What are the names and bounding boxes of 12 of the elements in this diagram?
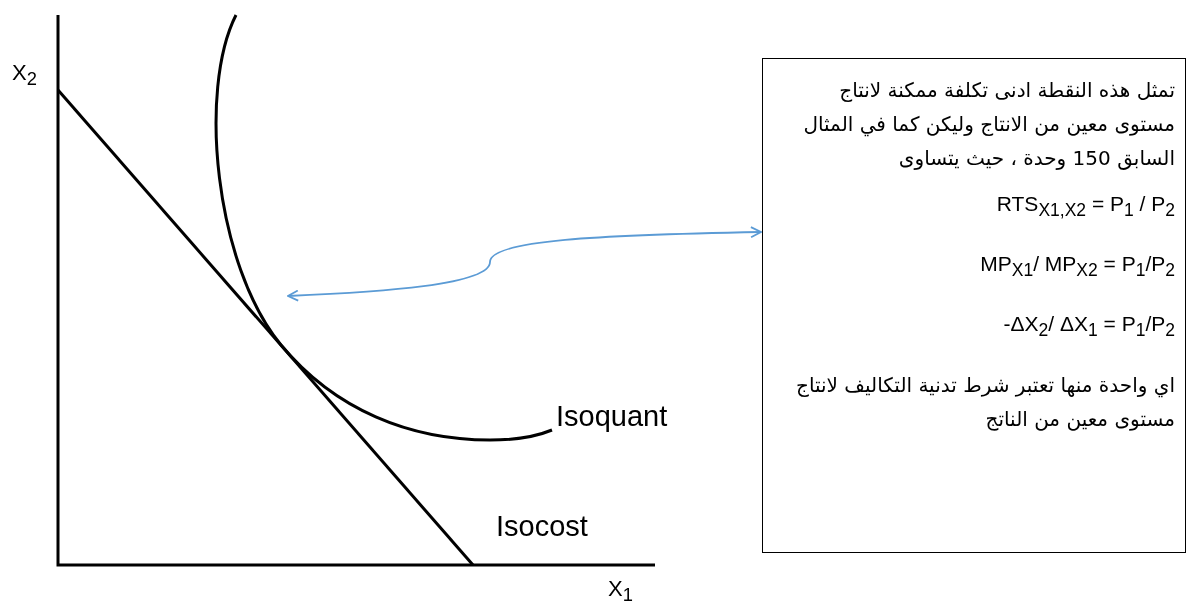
line-label: Isocost [496,510,588,543]
paragraph: اي واحدة منها تعتبر شرط تدنية التكاليف لانتاج مستوى معين من الناتج [795,371,1175,433]
axis-label: X$_{2}$ [12,60,37,91]
equation: MP$_{X1}$/ MP$_{X2}$ = P$_{1}$/P$_{2}$ [979,251,1175,283]
curve-label: Isoquant [556,400,668,433]
axis-label: X$_{1}$ [608,576,633,603]
double-arrow [287,226,762,302]
isoquant-curve [214,14,553,442]
text-box [762,58,1186,553]
equation: -ΔX$_{2}$/ ΔX$_{1}$ = P$_{1}$/P$_{2}$ [1002,311,1175,343]
equation: RTS$_{X1,X2}$ = P$_{1}$ / P$_{2}$ [995,191,1175,223]
paragraph: تمثل هذه النقطة ادنى تكلفة ممكنة لانتاج مستوى معين من الانتاج وليكن كما في المثال السابق 150 وحدة ، حيث يتساوى [802,77,1175,172]
